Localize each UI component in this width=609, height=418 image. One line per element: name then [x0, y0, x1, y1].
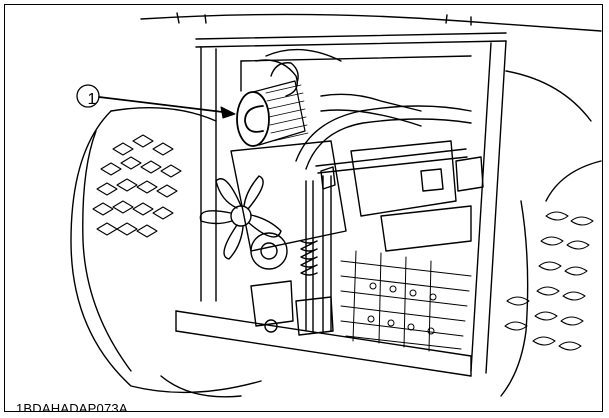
callout-number-label: 1 — [87, 91, 97, 108]
hood-outline — [140, 12, 602, 32]
figure-code-label: 1BDAHADAP073A — [14, 401, 130, 411]
engine-compartment-illustration — [70, 12, 602, 398]
left-tire-tread — [92, 134, 182, 238]
callout-arrow — [76, 84, 236, 119]
cooling-fan — [199, 175, 282, 260]
chassis-frame — [175, 32, 507, 377]
right-tire-tread — [504, 211, 594, 351]
figure-frame: 1 1BDAHADAP073A — [4, 4, 603, 412]
right-wheel — [500, 70, 602, 397]
left-wheel — [70, 106, 262, 398]
air-cleaner-icon — [236, 62, 309, 147]
hoses — [255, 48, 472, 170]
throttle-linkage — [300, 148, 468, 332]
lower-components — [250, 232, 334, 336]
radiator-grid — [340, 250, 472, 352]
engine-block — [230, 93, 484, 252]
